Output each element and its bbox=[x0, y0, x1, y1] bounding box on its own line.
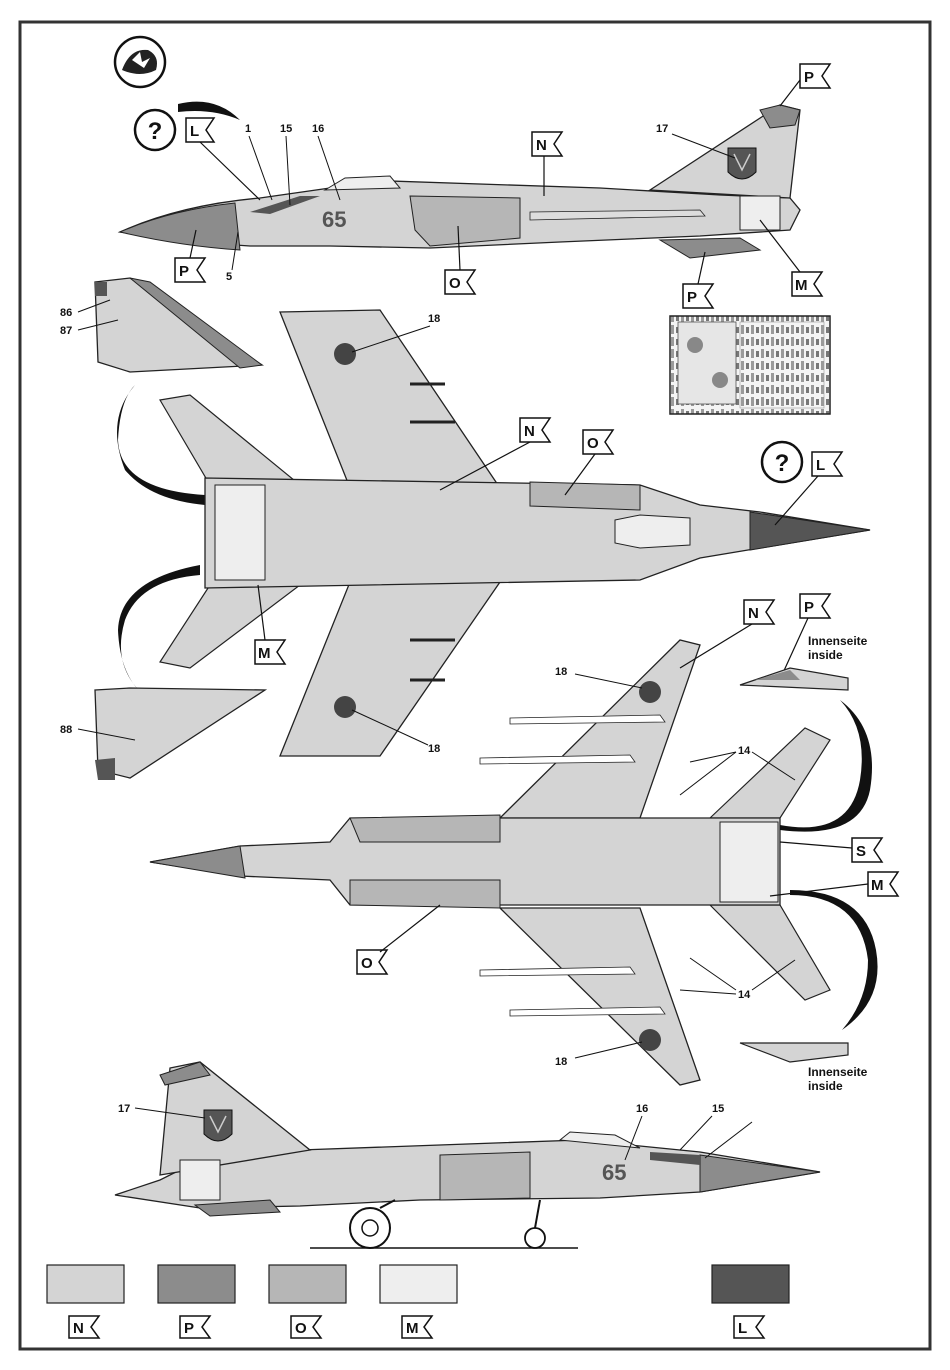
callout-15-bottom: 15 bbox=[712, 1103, 724, 1115]
label-text: L bbox=[190, 123, 199, 140]
label-text: P bbox=[687, 289, 697, 306]
label-text: P bbox=[179, 263, 189, 280]
inside-label-de-upper: Innenseite bbox=[808, 634, 868, 648]
inside-label-en-lower: inside bbox=[808, 1079, 843, 1093]
label-text: ? bbox=[148, 118, 163, 145]
side-view-right: 65 bbox=[115, 1062, 820, 1248]
legend-swatch-P bbox=[158, 1265, 235, 1303]
callout-17-top: 17 bbox=[656, 123, 668, 135]
callout-1: 1 bbox=[245, 123, 251, 135]
flag-S-bottom: S bbox=[780, 838, 882, 862]
legend-swatch-N bbox=[47, 1265, 124, 1303]
tail-number-top: 65 bbox=[322, 207, 346, 232]
side-view-left: 65 bbox=[120, 105, 800, 258]
roundel-icon bbox=[639, 681, 661, 703]
roundel-icon bbox=[334, 696, 356, 718]
decal-sheet-thumbnail bbox=[670, 316, 830, 414]
callout-18-a: 18 bbox=[428, 313, 440, 325]
landing-gear-icon bbox=[350, 1200, 545, 1248]
roundel-icon bbox=[639, 1029, 661, 1051]
legend-swatch-M bbox=[380, 1265, 457, 1303]
label-text: N bbox=[536, 137, 547, 154]
label-text: L bbox=[816, 457, 825, 474]
label-text: O bbox=[361, 955, 373, 972]
legend-swatch-O bbox=[269, 1265, 346, 1303]
trident-emblem-icon bbox=[728, 148, 756, 179]
flag-M-top: M bbox=[760, 220, 822, 296]
trident-emblem-icon-lower bbox=[204, 1110, 232, 1141]
callout-88: 88 bbox=[60, 724, 72, 736]
label-text: ? bbox=[775, 450, 790, 477]
inside-label-en-upper: inside bbox=[808, 648, 843, 662]
roundel-icon bbox=[334, 343, 356, 365]
legend-code-O: O bbox=[295, 1320, 307, 1337]
callout-14-upper: 14 bbox=[738, 745, 751, 757]
flag-M-bottom: M bbox=[770, 872, 898, 896]
callout-87: 87 bbox=[60, 325, 72, 337]
tail-number-bottom: 65 bbox=[602, 1160, 626, 1185]
label-text: S bbox=[856, 843, 866, 860]
label-text: M bbox=[258, 645, 271, 662]
callout-17-bottom: 17 bbox=[118, 1103, 130, 1115]
wingtip-lower bbox=[95, 688, 265, 780]
flag-P-top-bottom: P bbox=[683, 252, 713, 308]
flag-P-top-right: P bbox=[780, 64, 830, 106]
callout-16-bottom: 16 bbox=[636, 1103, 648, 1115]
legend-code-N: N bbox=[73, 1320, 84, 1337]
legend-code-L: L bbox=[738, 1320, 747, 1337]
label-text: P bbox=[804, 69, 814, 86]
callout-16-top: 16 bbox=[312, 123, 324, 135]
label-text: O bbox=[449, 275, 461, 292]
legend-code-M: M bbox=[406, 1320, 419, 1337]
label-text: N bbox=[524, 423, 535, 440]
callout-15-top: 15 bbox=[280, 123, 292, 135]
label-text: M bbox=[871, 877, 884, 894]
callout-14-lower: 14 bbox=[738, 989, 751, 1001]
bird-badge-icon bbox=[115, 37, 165, 87]
callout-5: 5 bbox=[226, 271, 232, 283]
wingtip-upper bbox=[95, 278, 262, 372]
legend-code-P: P bbox=[184, 1320, 194, 1337]
label-text: P bbox=[804, 599, 814, 616]
inside-label-de-lower: Innenseite bbox=[808, 1065, 868, 1079]
flag-O-bottom: O bbox=[357, 905, 440, 974]
label-text: O bbox=[587, 435, 599, 452]
callout-18-d: 18 bbox=[555, 1056, 567, 1068]
pylon-part-upper bbox=[740, 668, 848, 690]
callout-18-c: 18 bbox=[555, 666, 567, 678]
label-text: M bbox=[795, 277, 808, 294]
legend-swatch-L bbox=[712, 1265, 789, 1303]
callout-86: 86 bbox=[60, 307, 72, 319]
question-circle-icon-plan: ? bbox=[762, 442, 802, 482]
plan-view-bottom bbox=[150, 640, 830, 1085]
callout-18-b: 18 bbox=[428, 743, 440, 755]
label-text: N bbox=[748, 605, 759, 622]
pylon-part-lower bbox=[740, 1043, 848, 1062]
